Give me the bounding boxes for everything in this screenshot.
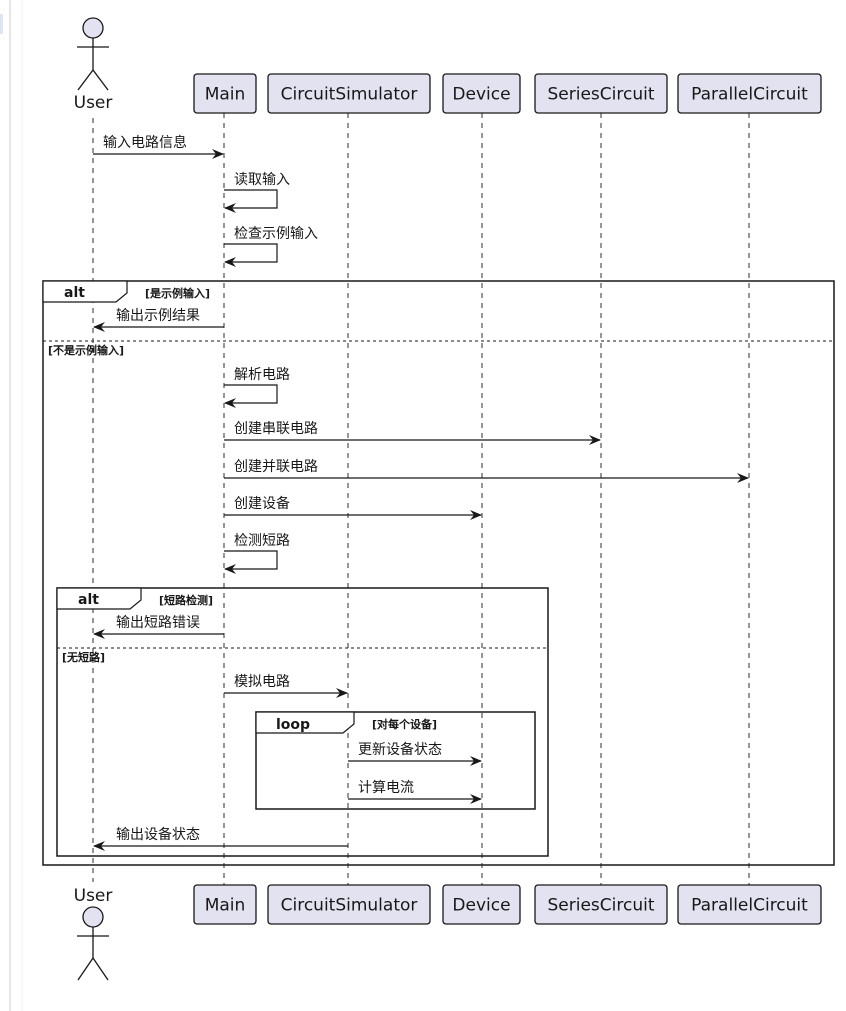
participant-main-bottom: Main bbox=[193, 884, 257, 925]
actor-head bbox=[82, 906, 104, 928]
actor-leg bbox=[92, 69, 109, 91]
actor-leg bbox=[92, 957, 109, 981]
participant-label: Device bbox=[452, 896, 510, 916]
participant-label: Device bbox=[452, 85, 510, 105]
message-m3: 检查示例输入 bbox=[224, 226, 318, 267]
participant-sim-bottom: CircuitSimulator bbox=[267, 884, 431, 925]
message-m10: 输出短路错误 bbox=[93, 615, 224, 639]
message-label: 创建并联电路 bbox=[234, 459, 318, 475]
fragment-keyword: alt bbox=[78, 592, 99, 608]
actor-label: User bbox=[74, 886, 113, 906]
participant-box bbox=[442, 73, 521, 114]
participants: UserUserMainMainCircuitSimulatorCircuitS… bbox=[74, 17, 822, 981]
actor-user-bottom: User bbox=[74, 886, 113, 981]
message-label: 输入电路信息 bbox=[103, 134, 187, 151]
message-label: 创建设备 bbox=[234, 495, 290, 512]
participant-label: SeriesCircuit bbox=[548, 896, 655, 916]
participant-box bbox=[267, 884, 431, 925]
participant-box bbox=[193, 884, 257, 925]
participant-box bbox=[534, 73, 668, 114]
message-m8: 创建设备 bbox=[224, 495, 482, 520]
participant-label: ParallelCircuit bbox=[691, 896, 808, 916]
fragment-tab bbox=[56, 587, 142, 610]
fragment-keyword: loop bbox=[276, 717, 310, 733]
participant-box bbox=[677, 884, 822, 925]
participant-box bbox=[267, 73, 431, 114]
self-message-arrow bbox=[224, 189, 278, 213]
self-message-arrow bbox=[224, 243, 278, 267]
participant-parallel-bottom: ParallelCircuit bbox=[677, 884, 822, 925]
participant-parallel-top: ParallelCircuit bbox=[677, 73, 822, 114]
participant-box bbox=[534, 884, 668, 925]
fragments: alt [是示例输入] [不是示例输入] alt [短路检测] [无短路] lo… bbox=[42, 280, 835, 866]
message-label: 输出短路错误 bbox=[116, 615, 200, 631]
self-message-arrow bbox=[224, 550, 278, 574]
participant-label: CircuitSimulator bbox=[281, 85, 418, 105]
message-label: 检测短路 bbox=[234, 533, 290, 549]
participant-label: CircuitSimulator bbox=[281, 896, 418, 916]
messages: 输入电路信息读取输入检查示例输入输出示例结果解析电路创建串联电路创建并联电路创建… bbox=[93, 134, 749, 851]
fragment-loop: loop [对每个设备] bbox=[255, 711, 536, 810]
message-m12: 更新设备状态 bbox=[348, 741, 482, 766]
participant-sim-top: CircuitSimulator bbox=[267, 73, 431, 114]
actor-leg bbox=[77, 69, 94, 91]
fragment-frame bbox=[255, 711, 536, 810]
message-label: 检查示例输入 bbox=[234, 226, 318, 242]
message-m9: 检测短路 bbox=[224, 533, 290, 574]
message-m2: 读取输入 bbox=[224, 171, 290, 213]
participant-series-bottom: SeriesCircuit bbox=[534, 884, 668, 925]
message-m11: 模拟电路 bbox=[224, 674, 348, 698]
fragment-tab bbox=[255, 711, 355, 734]
message-label: 更新设备状态 bbox=[358, 741, 442, 758]
participant-device-bottom: Device bbox=[442, 884, 521, 925]
participant-box bbox=[193, 73, 257, 114]
participant-label: SeriesCircuit bbox=[548, 85, 655, 105]
participant-device-top: Device bbox=[442, 73, 521, 114]
participant-label: ParallelCircuit bbox=[691, 85, 808, 105]
message-label: 解析电路 bbox=[234, 367, 290, 383]
message-label: 模拟电路 bbox=[234, 674, 290, 690]
fragment-frame bbox=[56, 587, 549, 857]
message-label: 读取输入 bbox=[234, 171, 290, 188]
message-label: 创建串联电路 bbox=[234, 421, 318, 437]
message-m5: 解析电路 bbox=[224, 367, 290, 408]
message-m14: 输出设备状态 bbox=[93, 826, 348, 851]
participant-box bbox=[677, 73, 822, 114]
fragment-alt-inner: alt [短路检测] [无短路] bbox=[56, 587, 549, 857]
lifelines bbox=[92, 113, 750, 885]
actor-head bbox=[82, 17, 104, 39]
edge-marker bbox=[0, 14, 3, 34]
actor-user-top: User bbox=[74, 17, 113, 113]
fragment-keyword: alt bbox=[64, 285, 85, 301]
fragment-guard: [是示例输入] bbox=[145, 286, 210, 300]
message-label: 输出示例结果 bbox=[116, 308, 200, 324]
fragment-tab bbox=[42, 280, 128, 303]
message-m6: 创建串联电路 bbox=[224, 421, 601, 445]
fragment-else-guard: [不是示例输入] bbox=[48, 343, 124, 357]
participant-box bbox=[442, 884, 521, 925]
message-label: 输出设备状态 bbox=[116, 826, 200, 843]
participant-label: Main bbox=[205, 85, 246, 105]
actor-label: User bbox=[74, 93, 113, 113]
participant-series-top: SeriesCircuit bbox=[534, 73, 668, 114]
message-m7: 创建并联电路 bbox=[224, 459, 749, 483]
fragment-else-guard: [无短路] bbox=[62, 650, 105, 664]
message-m1: 输入电路信息 bbox=[93, 134, 224, 159]
message-m4: 输出示例结果 bbox=[93, 308, 224, 332]
message-m13: 计算电流 bbox=[348, 780, 482, 804]
message-label: 计算电流 bbox=[358, 780, 414, 796]
fragment-guard: [短路检测] bbox=[159, 593, 213, 607]
fragment-alt-outer: alt [是示例输入] [不是示例输入] bbox=[42, 280, 835, 866]
self-message-arrow bbox=[224, 384, 278, 408]
participant-main-top: Main bbox=[193, 73, 257, 114]
fragment-frame bbox=[42, 280, 835, 866]
actor-leg bbox=[77, 957, 94, 981]
participant-label: Main bbox=[205, 896, 246, 916]
fragment-guard: [对每个设备] bbox=[372, 717, 437, 731]
